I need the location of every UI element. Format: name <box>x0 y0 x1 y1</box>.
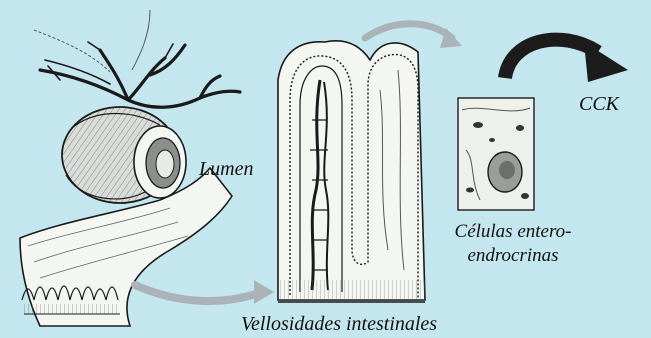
label-enteroendocrine-cells: Células entero- endrocrinas <box>418 220 608 268</box>
label-cells-line2: endrocrinas <box>467 245 558 266</box>
label-intestinal-villi: Vellosidades intestinales <box>241 313 437 336</box>
curved-arrow-icon <box>365 24 462 48</box>
label-cck: CCK <box>579 93 619 116</box>
black-curved-arrow-icon <box>505 40 628 82</box>
enteroendocrine-cell-illustration <box>458 98 534 210</box>
label-cells-line1: Células entero- <box>455 221 572 242</box>
label-lumen: Lumen <box>199 158 253 181</box>
curved-arrow-icon <box>135 280 274 304</box>
villi-illustration <box>278 41 425 302</box>
